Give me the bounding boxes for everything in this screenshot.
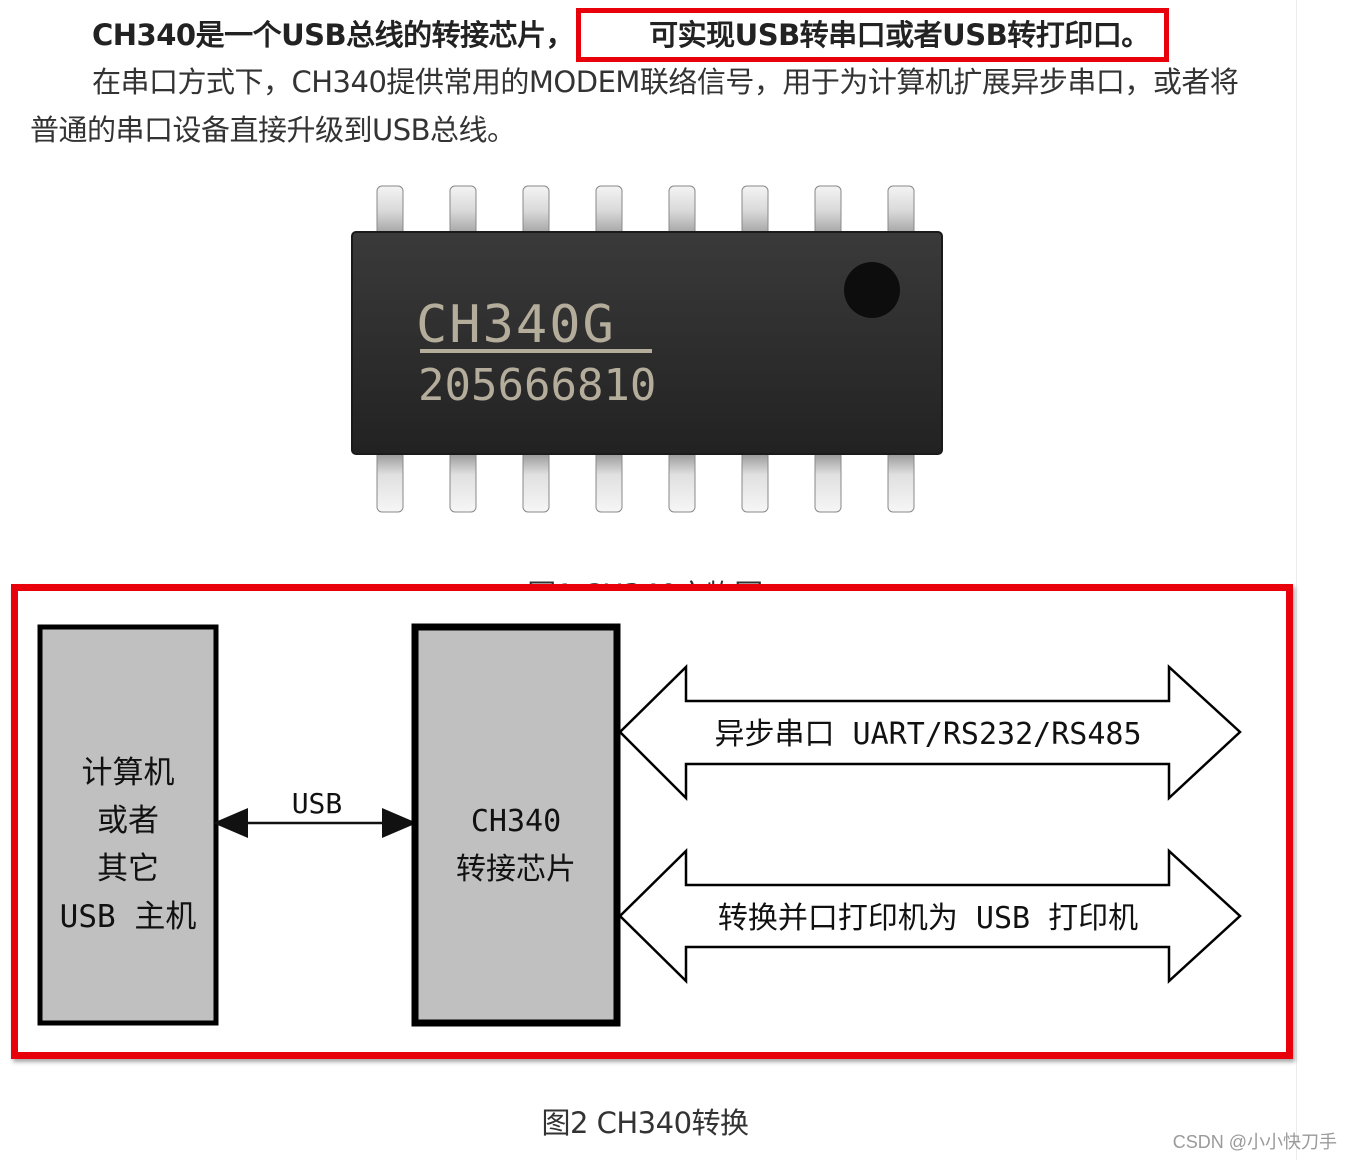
- chip-top-pins: [376, 185, 915, 237]
- uart-arrow-label: 异步串口 UART/RS232/RS485: [714, 717, 1141, 752]
- chip-pin-bottom: [595, 449, 623, 513]
- chip-illustration: CH340G 205666810: [351, 185, 943, 513]
- serial-mode-paragraph: 在串口方式下，CH340提供常用的MODEM联络信号，用于为计算机扩展异步串口，…: [30, 65, 1239, 147]
- ch340-box: [411, 623, 621, 1027]
- chip-pin-top: [376, 185, 404, 237]
- chip-marking-underline: [420, 349, 652, 353]
- chip-pin-bottom: [522, 449, 550, 513]
- chip-pin-bottom: [376, 449, 404, 513]
- host-box: [37, 624, 219, 1026]
- intro-lead: CH340是一个USB总线的转接芯片，: [92, 18, 575, 52]
- host-line-4: USB 主机: [60, 899, 197, 935]
- host-line-2: 或者: [97, 803, 159, 839]
- host-line-3: 其它: [97, 851, 159, 887]
- conversion-diagram: 计算机 或者 其它 USB 主机 USB CH340 转接芯片 异步串口 UAR…: [37, 623, 1242, 1027]
- chip-bottom-pins: [376, 449, 915, 513]
- chip-pin-top: [887, 185, 915, 237]
- csdn-watermark: CSDN @小小快刀手: [1172, 1132, 1337, 1152]
- chip-pin-top: [595, 185, 623, 237]
- page-right-rule: [1296, 0, 1297, 1160]
- ch340-line-1: CH340: [471, 804, 561, 839]
- chip-pin-top: [741, 185, 769, 237]
- ch340-chip-photo: CH340G 205666810: [330, 162, 990, 542]
- chip-pin-bottom: [887, 449, 915, 513]
- chip-pin-top: [449, 185, 477, 237]
- chip-pin-bottom: [668, 449, 696, 513]
- intro-highlight: 可实现USB转串口或者USB转打印口。: [649, 18, 1150, 52]
- chip-body: [351, 231, 943, 455]
- host-line-1: 计算机: [82, 755, 175, 791]
- chip-pin-top: [522, 185, 550, 237]
- ch340-line-2: 转接芯片: [456, 852, 576, 887]
- chip-marking-model: CH340G: [416, 295, 616, 355]
- pin1-dot: [844, 262, 900, 318]
- usb-link-label: USB: [292, 787, 343, 820]
- conversion-diagram-frame: 计算机 或者 其它 USB 主机 USB CH340 转接芯片 异步串口 UAR…: [11, 584, 1293, 1059]
- chip-pin-bottom: [814, 449, 842, 513]
- chip-marking-serial: 205666810: [418, 360, 656, 411]
- highlight-box: 可实现USB转串口或者USB转打印口。: [576, 8, 1169, 62]
- printer-double-arrow: [618, 848, 1242, 984]
- printer-arrow-label: 转换并口打印机为 USB 打印机: [718, 901, 1138, 936]
- chip-pin-top: [668, 185, 696, 237]
- chip-pin-bottom: [741, 449, 769, 513]
- chip-pin-bottom: [449, 449, 477, 513]
- intro-paragraph: CH340是一个USB总线的转接芯片， 可实现USB转串口或者USB转打印口。: [30, 8, 1260, 62]
- chip-pin-top: [814, 185, 842, 237]
- uart-double-arrow: [618, 664, 1242, 802]
- figure2-caption: 图2 CH340转换: [541, 1106, 749, 1140]
